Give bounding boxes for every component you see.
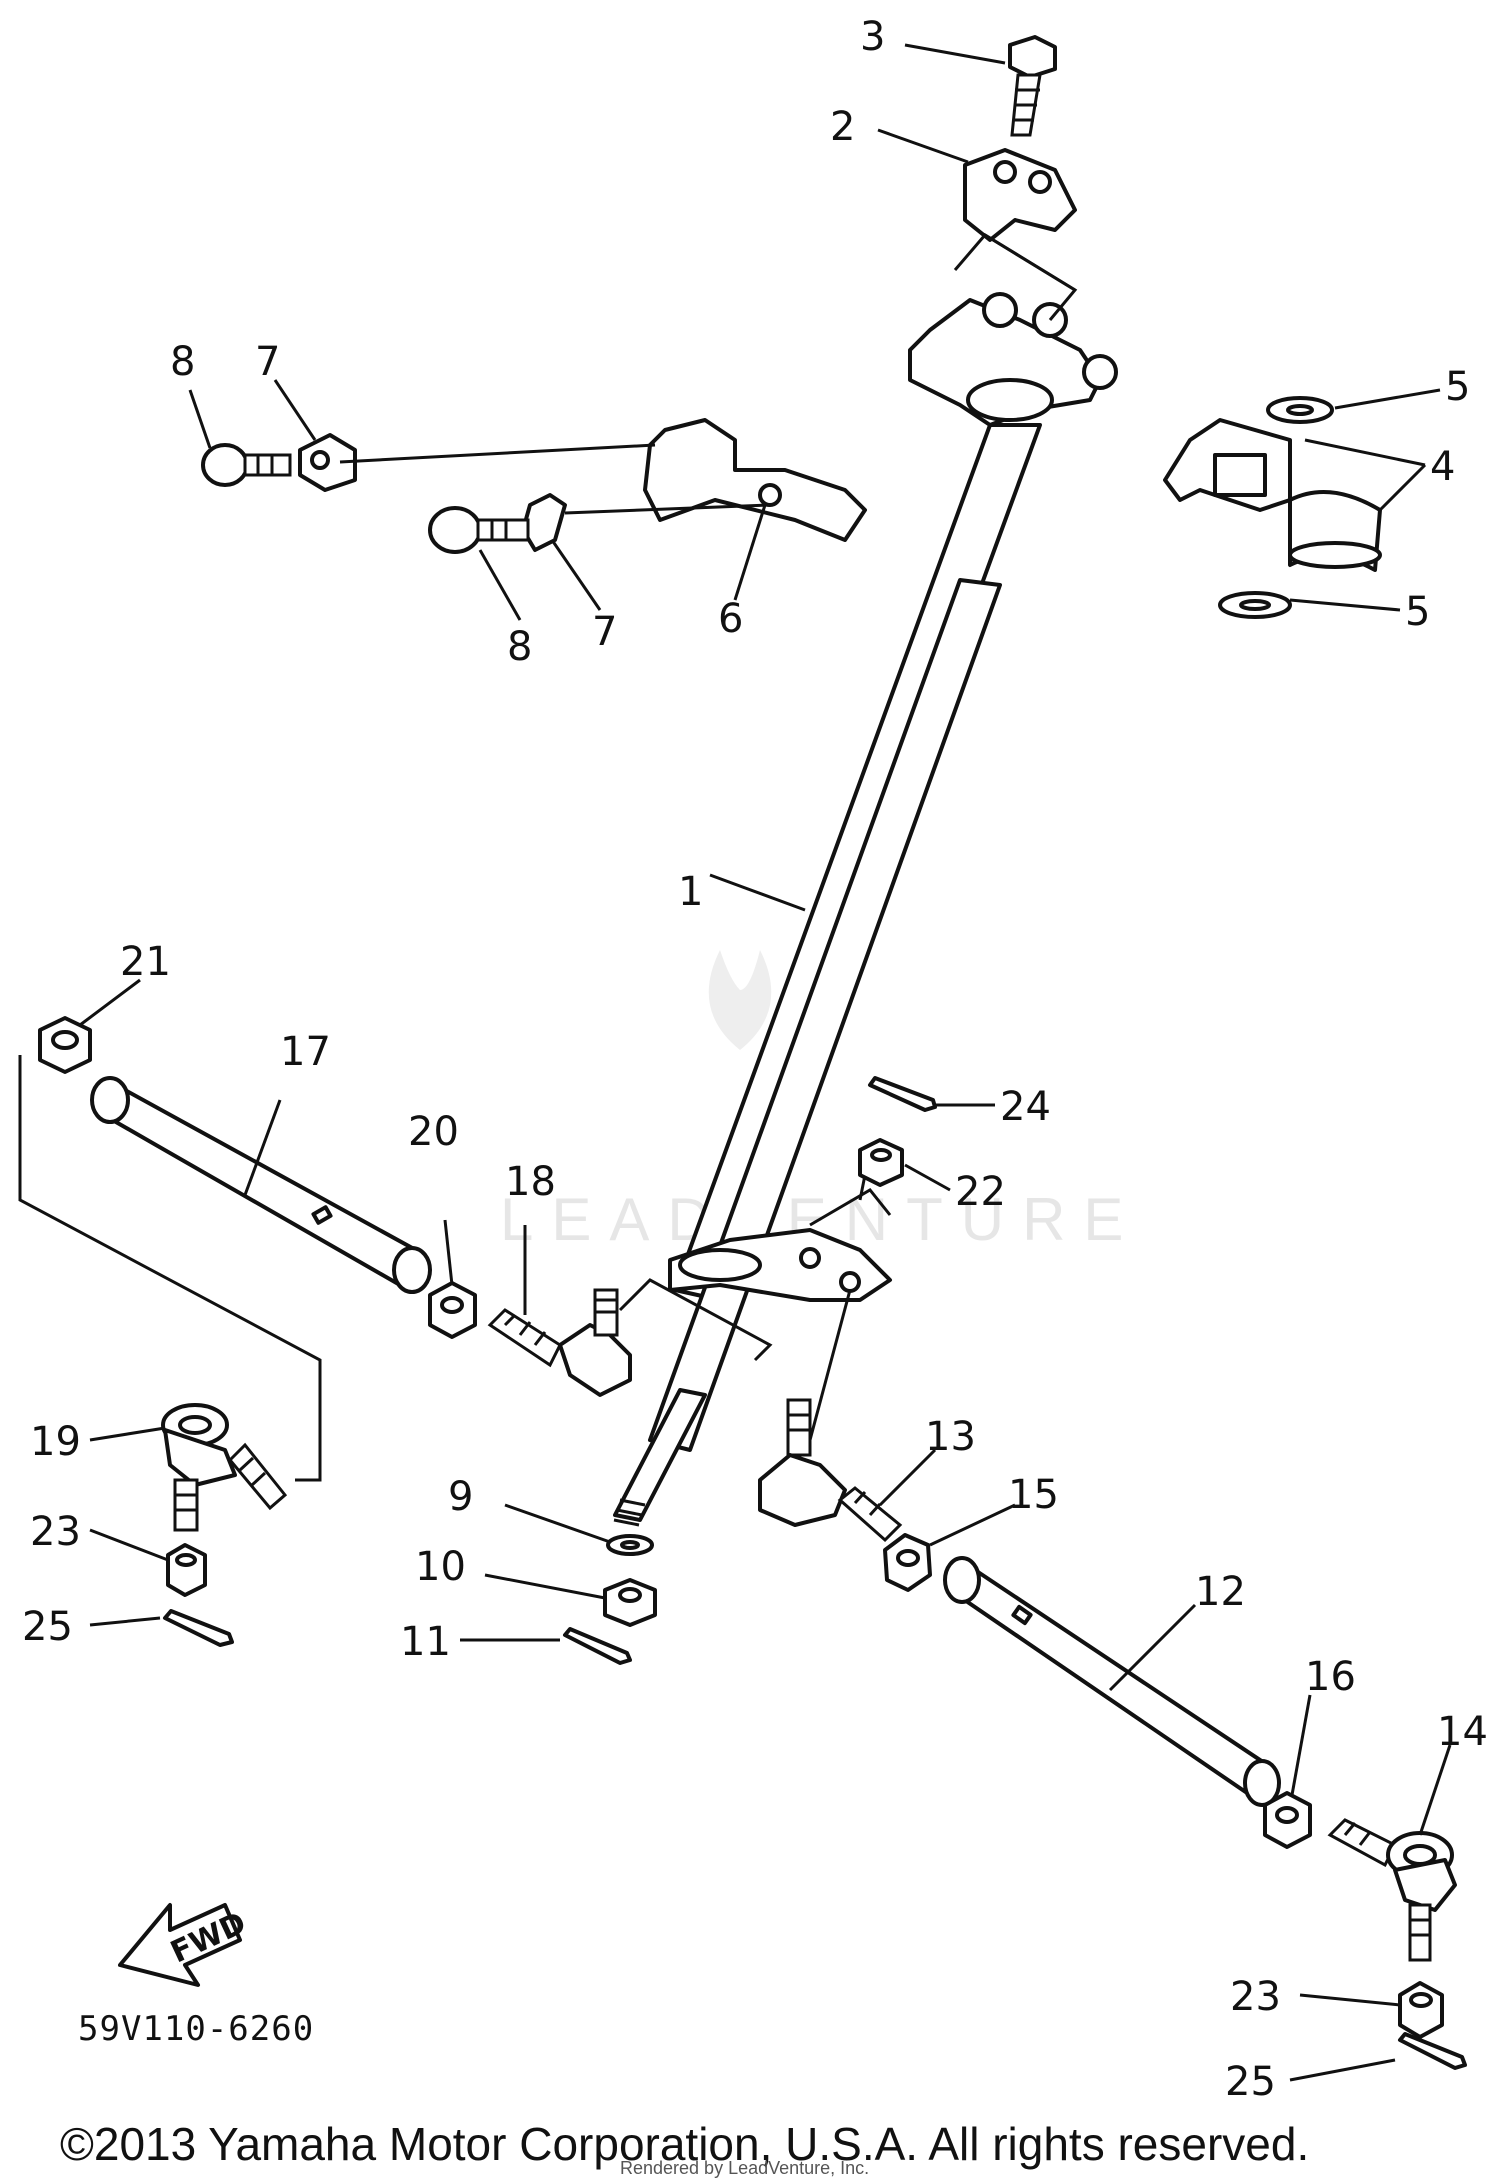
callout-9: 9: [448, 1474, 473, 1520]
washer-upper: [1266, 396, 1334, 424]
cotter-pin-25-right: [1398, 2032, 1467, 2070]
cotter-pin-24: [868, 1076, 937, 1112]
callout-labels: 1 2 3 4 5 5 6 7 7 8 8 9 10 11 12 13 14 1…: [22, 14, 1488, 2105]
washer-lower: [1218, 591, 1292, 619]
callout-23b: 23: [1230, 1974, 1281, 2020]
nut-15: [883, 1533, 932, 1592]
part-code: 59V110-6260: [78, 2009, 314, 2049]
tie-rod-end-19: [161, 1403, 288, 1532]
callout-17: 17: [280, 1029, 331, 1075]
steering-shaft: [613, 423, 1042, 1527]
callout-5b: 5: [1405, 589, 1430, 635]
copyright-notice: ©2013 Yamaha Motor Corporation, U.S.A. A…: [60, 2118, 1309, 2170]
callout-5a: 5: [1445, 364, 1470, 410]
callout-8a: 8: [170, 339, 195, 385]
callout-10: 10: [415, 1544, 466, 1590]
upper-shaft-plate: [908, 292, 1118, 427]
tie-rod-right: [943, 1556, 1281, 1807]
callout-6: 6: [718, 596, 743, 642]
leader-lines: [79, 43, 1452, 2082]
callout-13: 13: [925, 1414, 976, 1460]
nut-20: [428, 1281, 477, 1339]
tie-rod-end-13: [758, 1398, 903, 1543]
holder-bolt: [1008, 35, 1057, 137]
callout-24: 24: [1000, 1084, 1051, 1130]
pitman-arm: [668, 1228, 892, 1302]
cotter-pin-25-left: [163, 1609, 234, 1647]
bolt-upper: [201, 443, 292, 487]
callout-2: 2: [830, 104, 855, 150]
cable-guide: [643, 418, 867, 542]
callout-16: 16: [1305, 1654, 1356, 1700]
callout-11: 11: [400, 1619, 451, 1665]
bolt-lower: [428, 506, 530, 554]
callout-18: 18: [505, 1159, 556, 1205]
nut-16: [1263, 1791, 1312, 1849]
clamp-upper: [298, 433, 357, 492]
callout-4: 4: [1430, 444, 1455, 490]
nut-23-left: [166, 1543, 207, 1597]
callout-22: 22: [955, 1169, 1006, 1215]
callout-15: 15: [1008, 1472, 1059, 1518]
callout-7a: 7: [255, 339, 280, 385]
handlebar-holder: [963, 148, 1077, 242]
callout-14: 14: [1437, 1709, 1488, 1755]
callout-20: 20: [408, 1109, 459, 1155]
tie-rod-end-18: [487, 1288, 632, 1397]
tie-rod-end-14: [1327, 1818, 1457, 1962]
callout-7b: 7: [592, 609, 617, 655]
callout-12: 12: [1195, 1569, 1246, 1615]
callout-25b: 25: [1225, 2059, 1276, 2105]
washer-9: [606, 1534, 654, 1556]
nut-21: [38, 1016, 92, 1074]
nut-22: [858, 1138, 904, 1187]
tie-rod-left: [90, 1076, 432, 1294]
callout-3: 3: [860, 14, 885, 60]
cotter-pin-11: [563, 1627, 632, 1665]
shaft-holder: [1163, 418, 1382, 572]
callout-23a: 23: [30, 1509, 81, 1555]
callout-21: 21: [120, 939, 171, 985]
rendered-by: Rendered by LeadVenture, Inc.: [620, 2158, 869, 2178]
fwd-arrow-icon: FWD: [118, 1903, 251, 1987]
callout-8b: 8: [507, 624, 532, 670]
callout-25a: 25: [22, 1604, 73, 1650]
callout-1: 1: [678, 869, 703, 915]
callout-19: 19: [30, 1419, 81, 1465]
nut-10: [603, 1578, 657, 1627]
nut-23-right: [1398, 1981, 1444, 2039]
